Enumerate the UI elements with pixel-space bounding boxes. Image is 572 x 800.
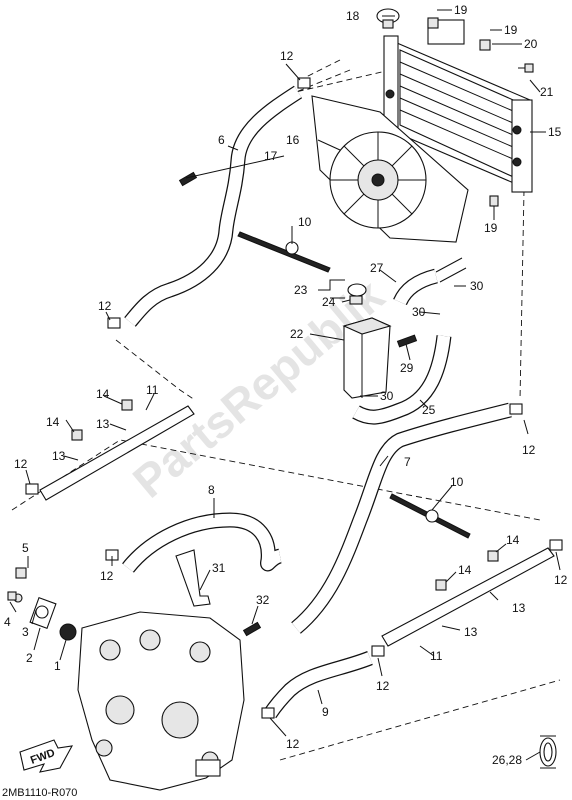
- callout-17: 17: [264, 149, 278, 163]
- callout-30a: 30: [470, 279, 484, 293]
- callout-13d: 13: [464, 625, 478, 639]
- hoses: [122, 85, 512, 719]
- callouts: 1 2 3 4 5 6 7 8 9 10 10 11 11 12 12 12 1…: [4, 3, 568, 767]
- callout-2: 2: [26, 651, 33, 665]
- callout-12g: 12: [376, 679, 390, 693]
- callout-30b: 30: [412, 305, 426, 319]
- callout-5: 5: [22, 541, 29, 555]
- radiator: [383, 19, 533, 193]
- callout-19b: 19: [504, 23, 518, 37]
- callout-12d: 12: [100, 569, 114, 583]
- coolant-reservoir: [342, 317, 392, 399]
- bracket: [175, 549, 211, 607]
- clamps: [25, 77, 563, 719]
- callout-26-28: 26,28: [492, 753, 522, 767]
- callout-14a: 14: [96, 387, 110, 401]
- callout-12h: 12: [286, 737, 300, 751]
- callout-12f: 12: [554, 573, 568, 587]
- callout-22: 22: [290, 327, 304, 341]
- callout-21: 21: [540, 85, 554, 99]
- callout-9: 9: [322, 705, 329, 719]
- callout-12a: 12: [280, 49, 294, 63]
- callout-10b: 10: [450, 475, 464, 489]
- callout-13c: 13: [512, 601, 526, 615]
- callout-8: 8: [208, 483, 215, 497]
- callout-30c: 30: [380, 389, 394, 403]
- callout-12e: 12: [522, 443, 536, 457]
- diagram-code: 2MB1110-R070: [2, 787, 77, 799]
- callout-4: 4: [4, 615, 11, 629]
- thermostat-parts: [7, 567, 77, 641]
- callout-19c: 19: [484, 221, 498, 235]
- callout-11a: 11: [146, 383, 159, 397]
- engine-block: [77, 611, 245, 791]
- callout-6: 6: [218, 133, 225, 147]
- callout-11b: 11: [430, 649, 443, 663]
- cable-ties: [237, 231, 471, 539]
- callout-10a: 10: [298, 215, 312, 229]
- callout-18: 18: [346, 9, 360, 23]
- callout-27: 27: [370, 261, 384, 275]
- callout-14b: 14: [46, 415, 60, 429]
- leader-lines: [9, 9, 561, 761]
- fasteners: [71, 17, 534, 637]
- callout-3: 3: [22, 625, 29, 639]
- callout-13a: 13: [96, 417, 110, 431]
- callout-23: 23: [294, 283, 308, 297]
- callout-12b: 12: [98, 299, 112, 313]
- callout-31: 31: [212, 561, 226, 575]
- callout-14d: 14: [458, 563, 472, 577]
- fwd-arrow: FWD: [19, 739, 74, 773]
- callout-1: 1: [54, 659, 61, 673]
- callout-7: 7: [404, 455, 411, 469]
- radiator-cap: [376, 8, 400, 29]
- callout-25: 25: [422, 403, 436, 417]
- callout-12c: 12: [14, 457, 28, 471]
- callout-16: 16: [286, 133, 300, 147]
- callout-13b: 13: [52, 449, 66, 463]
- cooling-fan: [311, 95, 469, 243]
- water-pipes: [39, 405, 555, 647]
- callout-29: 29: [400, 361, 414, 375]
- hose-clamp: [539, 735, 557, 769]
- callout-32: 32: [256, 593, 270, 607]
- callout-15: 15: [548, 125, 562, 139]
- callout-19a: 19: [454, 3, 468, 17]
- callout-24: 24: [322, 295, 336, 309]
- callout-14c: 14: [506, 533, 520, 547]
- callout-20: 20: [524, 37, 538, 51]
